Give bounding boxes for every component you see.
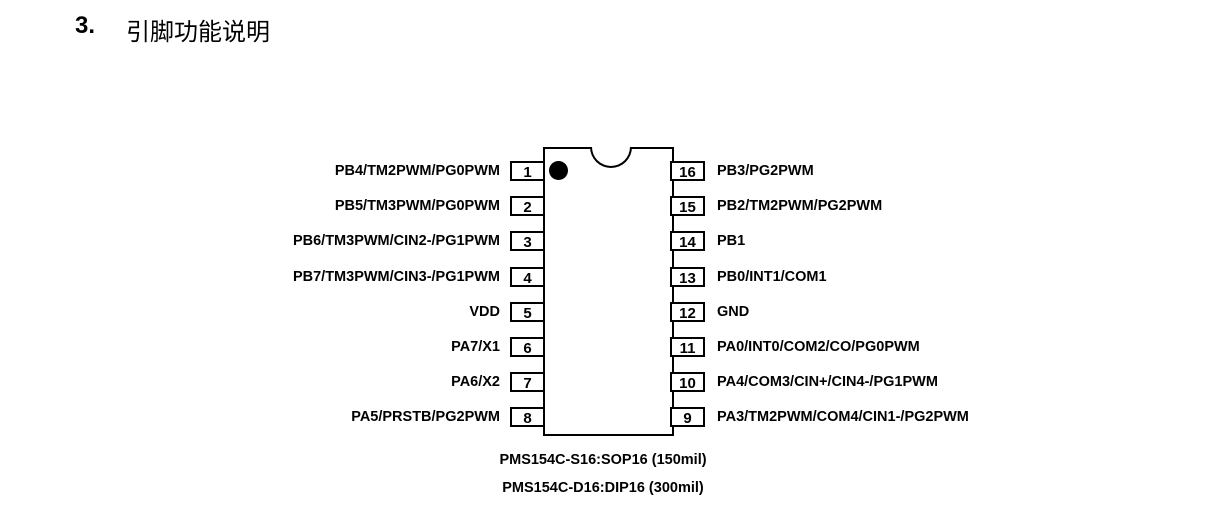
- right-pin-number: 10: [670, 372, 705, 393]
- left-pin-number: 1: [510, 161, 545, 181]
- right-pin-number: 15: [670, 196, 705, 217]
- left-pin-label: PA6/X2: [451, 374, 500, 391]
- left-pin-label: PB7/TM3PWM/CIN3-/PG1PWM: [292, 268, 500, 285]
- right-pin-label: PB3/PG2PWM: [717, 163, 814, 179]
- right-pin-number: 9: [670, 407, 705, 428]
- left-pin-label: PB5/TM3PWM/PG0PWM: [334, 198, 500, 215]
- right-pin-label: PB0/INT1/COM1: [717, 268, 827, 285]
- left-pin-number: 4: [510, 266, 545, 287]
- right-pin-label: PB2/TM2PWM/PG2PWM: [717, 198, 883, 215]
- pin1-indicator-dot: [549, 161, 568, 180]
- left-pin-number: 2: [510, 196, 545, 217]
- right-pin-label: PA0/INT0/COM2/CO/PG0PWM: [717, 339, 920, 355]
- right-pin-label: PA4/COM3/CIN+/CIN4-/PG1PWM: [717, 374, 938, 391]
- left-pin-label: PA7/X1: [451, 339, 500, 355]
- right-pin-label: PA3/TM2PWM/COM4/CIN1-/PG2PWM: [717, 409, 969, 426]
- left-pin-number: 5: [510, 301, 545, 322]
- right-pin-label: GND: [717, 303, 750, 320]
- left-pin-label: VDD: [469, 303, 500, 320]
- left-pin-label: PB6/TM3PWM/CIN2-/PG1PWM: [292, 233, 500, 250]
- package-notch: [590, 147, 632, 168]
- right-pin-number: 14: [670, 231, 705, 252]
- right-pin-number: 16: [670, 161, 705, 181]
- ic-package-body: [543, 147, 674, 436]
- left-pin-number: 7: [510, 372, 545, 393]
- left-pin-number: 6: [510, 337, 545, 357]
- left-pin-number: 8: [510, 407, 545, 428]
- left-pin-number: 3: [510, 231, 545, 252]
- section-title: 引脚功能说明: [126, 18, 270, 46]
- left-pin-label: PA5/PRSTB/PG2PWM: [351, 409, 500, 426]
- section-number: 3.: [75, 12, 96, 39]
- right-pin-number: 12: [670, 301, 705, 322]
- package-caption-sop16: PMS154C-S16:SOP16 (150mil): [499, 452, 707, 468]
- right-pin-number: 11: [670, 337, 705, 357]
- left-pin-label: PB4/TM2PWM/PG0PWM: [334, 163, 500, 179]
- package-caption-dip16: PMS154C-D16:DIP16 (300mil): [502, 480, 704, 496]
- right-pin-number: 13: [670, 266, 705, 287]
- right-pin-label: PB1: [717, 233, 746, 250]
